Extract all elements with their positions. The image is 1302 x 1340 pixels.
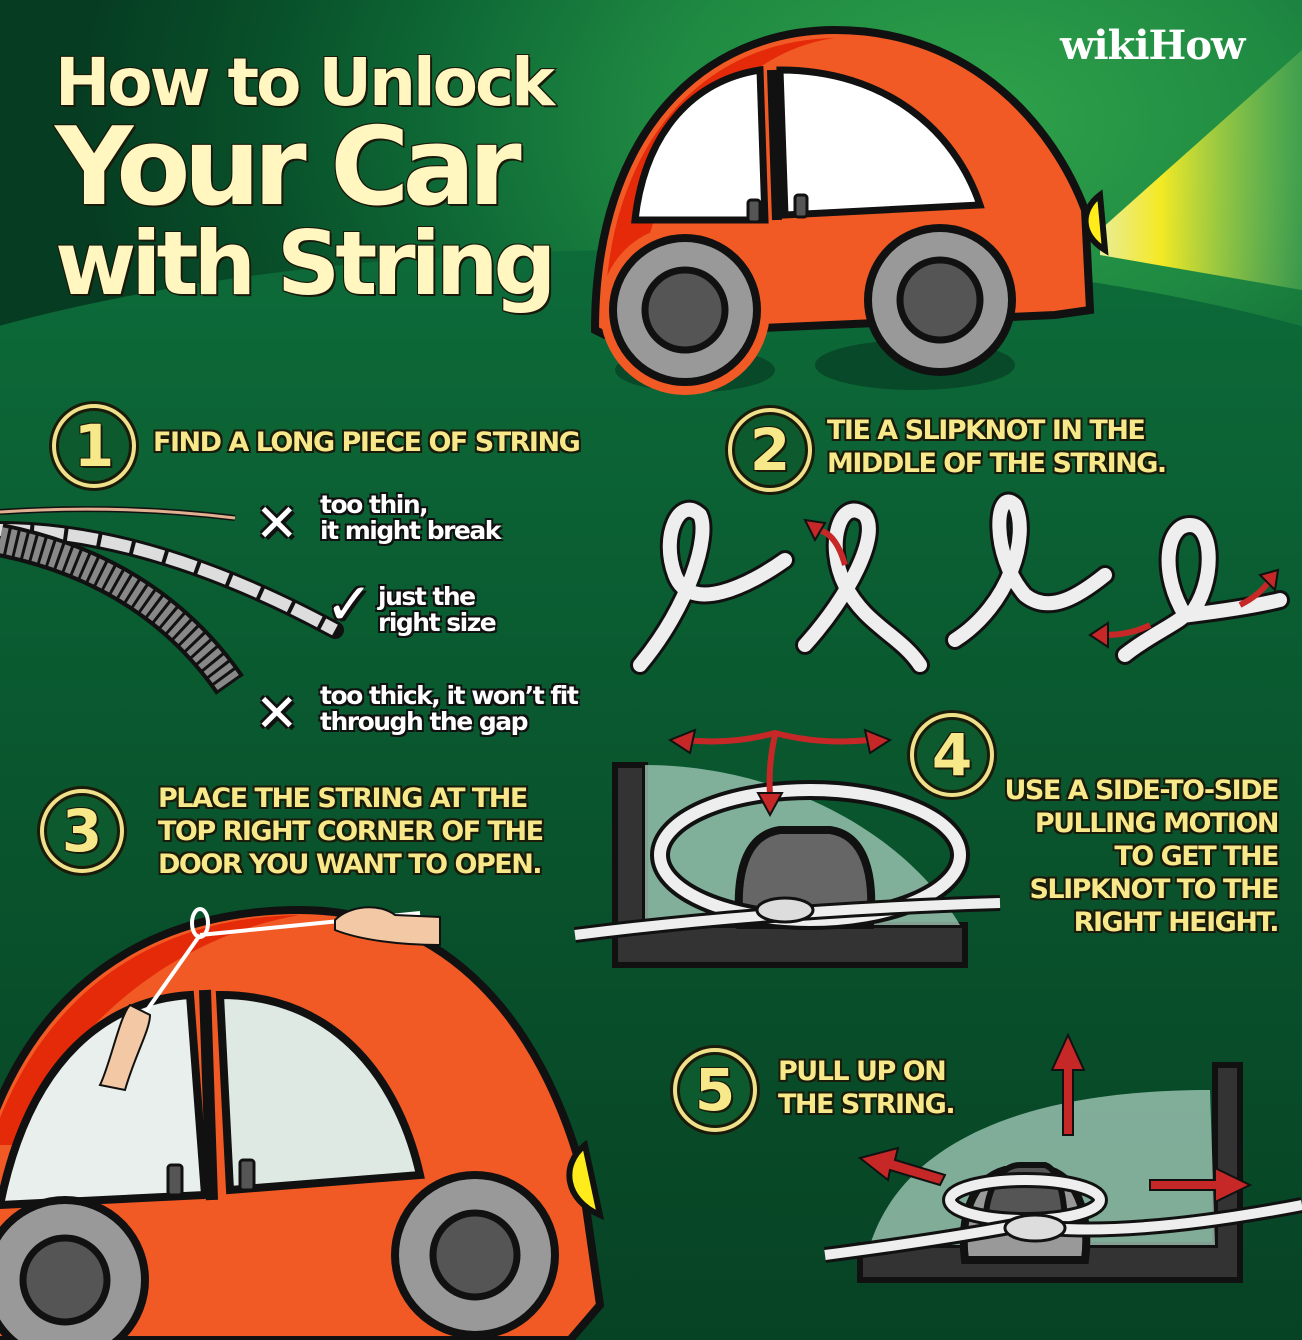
step-1-text: FIND A LONG PIECE OF STRING [153,427,581,458]
right-size-note: just the right size [378,582,497,637]
car-illustration-bottom [0,905,605,1340]
step-3-text: PLACE THE STRING AT THE TOP RIGHT CORNER… [158,783,544,880]
check-mark-icon: ✓ [325,570,374,638]
x-mark-icon: ✕ [255,494,299,554]
x-mark-icon: ✕ [255,684,299,744]
string-thickness-comparison [0,506,344,695]
step-5-illustration [823,1032,1302,1283]
wikihow-logo: wikiHow [1060,22,1245,69]
slipknot-sequence [630,491,1290,675]
hand-icon [98,1003,152,1092]
headlight-beam [1100,50,1302,290]
step-4-badge: 4 [910,713,994,797]
title-line-2: Your Car [54,105,523,230]
red-arrow-icon [684,729,871,796]
too-thin-note: too thin, it might break [320,490,501,545]
page-title: How to Unlock Your Car with String [54,44,557,315]
step-5-badge: 5 [673,1048,757,1132]
step-4-text: USE A SIDE-TO-SIDE PULLING MOTION TO GET… [1004,775,1279,938]
too-thick-note: too thick, it won’t fit through the gap [320,681,579,736]
step-3-badge: 3 [40,789,124,873]
step-1-badge: 1 [52,404,136,488]
hand-icon [334,906,441,947]
car-illustration-top [590,25,1109,395]
step-5-text: PULL UP ON THE STRING. [778,1056,956,1120]
step-2-text: TIE A SLIPKNOT IN THE MIDDLE OF THE STRI… [827,415,1167,479]
title-line-1: How to Unlock [54,44,556,121]
title-line-3: with String [54,212,557,315]
step-2-badge: 2 [728,408,812,492]
red-arrow-icon [857,1032,1253,1204]
step-4-illustration [573,728,1001,968]
